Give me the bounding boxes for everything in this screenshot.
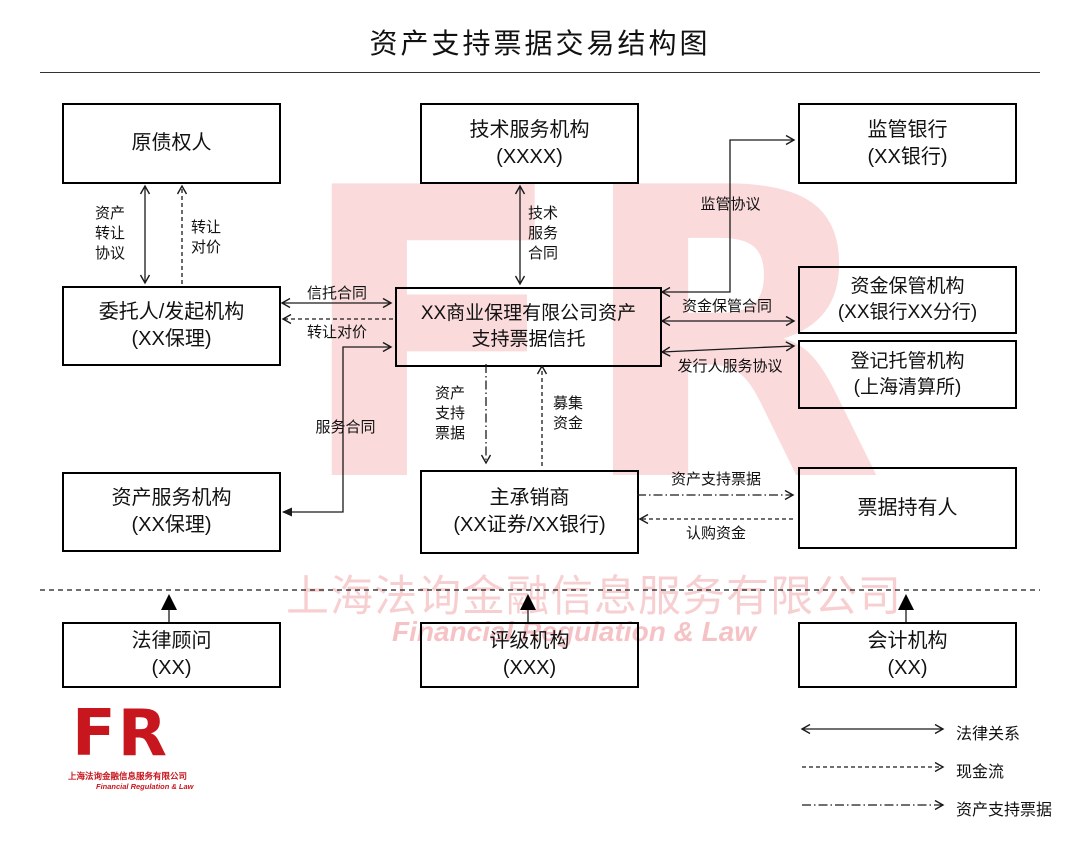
label-trust-contract: 信托合同: [306, 285, 367, 302]
node-legal-counsel: 法律顾问 (XX): [62, 622, 281, 688]
node-supervising-bank: 监管银行 (XX银行): [798, 103, 1017, 184]
legend-label-legal: 法律关系: [956, 726, 1021, 743]
label-transfer-consideration-mid: 转让对价: [306, 324, 367, 341]
node-trust: XX商业保理有限公司资产 支持票据信托: [395, 287, 662, 367]
watermark-tagline-text: Financial Regulation & Law: [392, 616, 757, 647]
label-raised-funds: 募集 资金: [553, 395, 584, 432]
label-abn-right: 资产支持票据: [670, 471, 761, 488]
logo-tagline-text: Financial Regulation & Law: [96, 782, 194, 791]
label-fund-custody-contract: 资金保管合同: [681, 298, 772, 315]
label-supervision-agreement: 监管协议: [700, 196, 761, 213]
label-asset-transfer-agreement: 资产 转让 协议: [95, 205, 126, 262]
node-rating-agency: 评级机构 (XXX): [420, 622, 639, 688]
page-title: 资产支持票据交易结构图: [369, 28, 711, 59]
label-subscription-funds: 认购资金: [685, 525, 746, 542]
node-fund-custodian: 资金保管机构 (XX银行XX分行): [798, 266, 1017, 334]
label-transfer-consideration-up: 转让 对价: [191, 219, 222, 256]
node-accounting: 会计机构 (XX): [798, 622, 1017, 688]
label-abn-down: 资产 支持 票据: [435, 385, 466, 442]
label-service-contract: 服务合同: [315, 419, 376, 436]
title-divider: [40, 72, 1040, 73]
node-original-creditor: 原债权人: [62, 103, 281, 184]
node-originator: 委托人/发起机构 (XX保理): [62, 286, 281, 366]
watermark-company-text: 上海法询金融信息服务有限公司: [286, 573, 902, 621]
node-underwriter: 主承销商 (XX证券/XX银行): [420, 470, 639, 554]
logo-company-text: 上海法询金融信息服务有限公司: [68, 771, 188, 781]
legend-label-abn: 资产支持票据: [956, 802, 1053, 819]
label-tech-service-contract: 技术 服务 合同: [528, 205, 559, 262]
node-noteholder: 票据持有人: [798, 467, 1017, 549]
legend-label-cash: 现金流: [956, 764, 1005, 781]
logo-fr-monogram: FR: [72, 697, 169, 771]
node-asset-servicer: 资产服务机构 (XX保理): [62, 472, 281, 552]
node-registrar: 登记托管机构 (上海清算所): [798, 340, 1017, 409]
node-tech-service: 技术服务机构 (XXXX): [420, 103, 639, 184]
label-issuer-service-agreement: 发行人服务协议: [677, 358, 783, 375]
